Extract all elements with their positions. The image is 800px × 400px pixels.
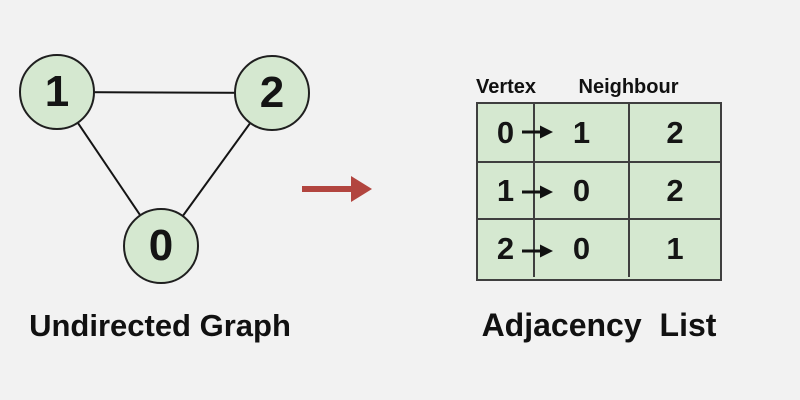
adjacency-table: 0 1 2 1 0 2 2 0 1 [476, 102, 722, 281]
right-arrow-icon [302, 176, 372, 202]
graph-node-0: 0 [123, 208, 199, 284]
neighbour-column-header: Neighbour [578, 76, 679, 98]
graph-node-label: 1 [44, 67, 70, 116]
vertex-cell: 0 [478, 104, 535, 163]
neighbour-value: 2 [666, 114, 684, 150]
vertex-cell: 2 [478, 220, 535, 277]
neighbour-cell: 2 [630, 163, 720, 220]
vertex-cell: 1 [478, 163, 535, 220]
neighbour-cell: 1 [535, 104, 630, 163]
adjacency-table-header: Vertex Neighbour [476, 76, 722, 100]
neighbour-value: 2 [666, 172, 684, 208]
vertex-value: 2 [496, 230, 515, 266]
graph-node-2: 2 [234, 55, 310, 131]
vertex-column-header: Vertex [476, 76, 537, 98]
vertex-value: 1 [496, 172, 515, 208]
vertex-value: 0 [496, 114, 515, 150]
neighbour-value: 1 [572, 114, 591, 150]
neighbour-cell: 0 [535, 220, 630, 277]
neighbour-value: 0 [572, 230, 591, 266]
graph-node-label: 0 [148, 221, 174, 270]
neighbour-cell: 2 [630, 104, 720, 163]
graph-node-label: 2 [259, 68, 285, 117]
neighbour-value: 1 [666, 230, 684, 266]
graph-node-1: 1 [19, 54, 95, 130]
neighbour-cell: 0 [535, 163, 630, 220]
adjacency-caption: Adjacency List [481, 307, 717, 343]
neighbour-cell: 1 [630, 220, 720, 277]
neighbour-value: 0 [572, 172, 591, 208]
graph-caption: Undirected Graph [29, 308, 291, 343]
